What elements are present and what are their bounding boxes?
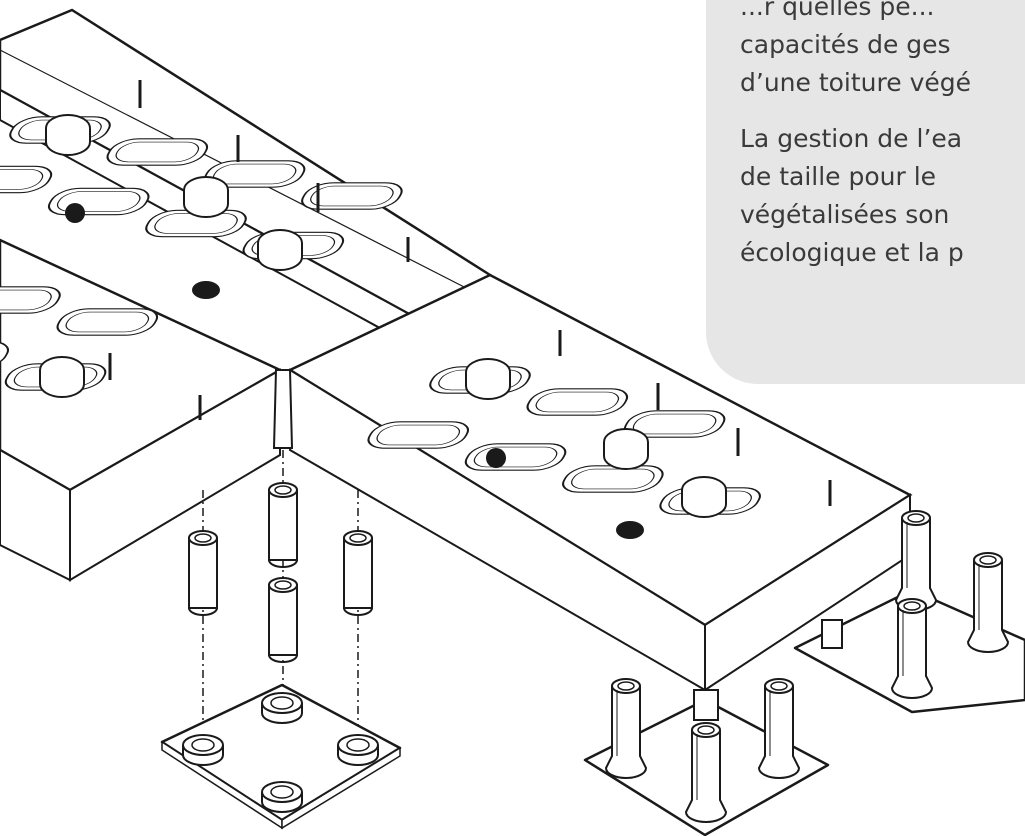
- text-line: La gestion de l’ea: [740, 124, 963, 153]
- tray-top-left: [0, 8, 493, 352]
- tray-right: [287, 273, 913, 692]
- spacer-tubes: [188, 482, 373, 663]
- text-line: d’une toiture végé: [740, 68, 972, 97]
- joint-spike: [272, 369, 294, 449]
- text-line: écologique et la p: [740, 238, 964, 267]
- text-paragraph-2: La gestion de l’ea de taille pour le vég…: [740, 120, 1025, 272]
- pedestal-plate-middle: [583, 678, 830, 836]
- text-line: végétalisées son: [740, 200, 950, 229]
- text-line: capacités de ges: [740, 30, 951, 59]
- tray-bottom-left: [0, 238, 283, 582]
- text-line: de taille pour le: [740, 162, 937, 191]
- pedestal-plate-right: [793, 510, 1025, 714]
- text-line: ...r quelles pe...: [740, 0, 935, 21]
- text-paragraph-1: ...r quelles pe... capacités de ges d’un…: [740, 0, 1025, 102]
- pedestal-plate-left: [160, 683, 402, 830]
- text-panel: ...r quelles pe... capacités de ges d’un…: [706, 0, 1025, 384]
